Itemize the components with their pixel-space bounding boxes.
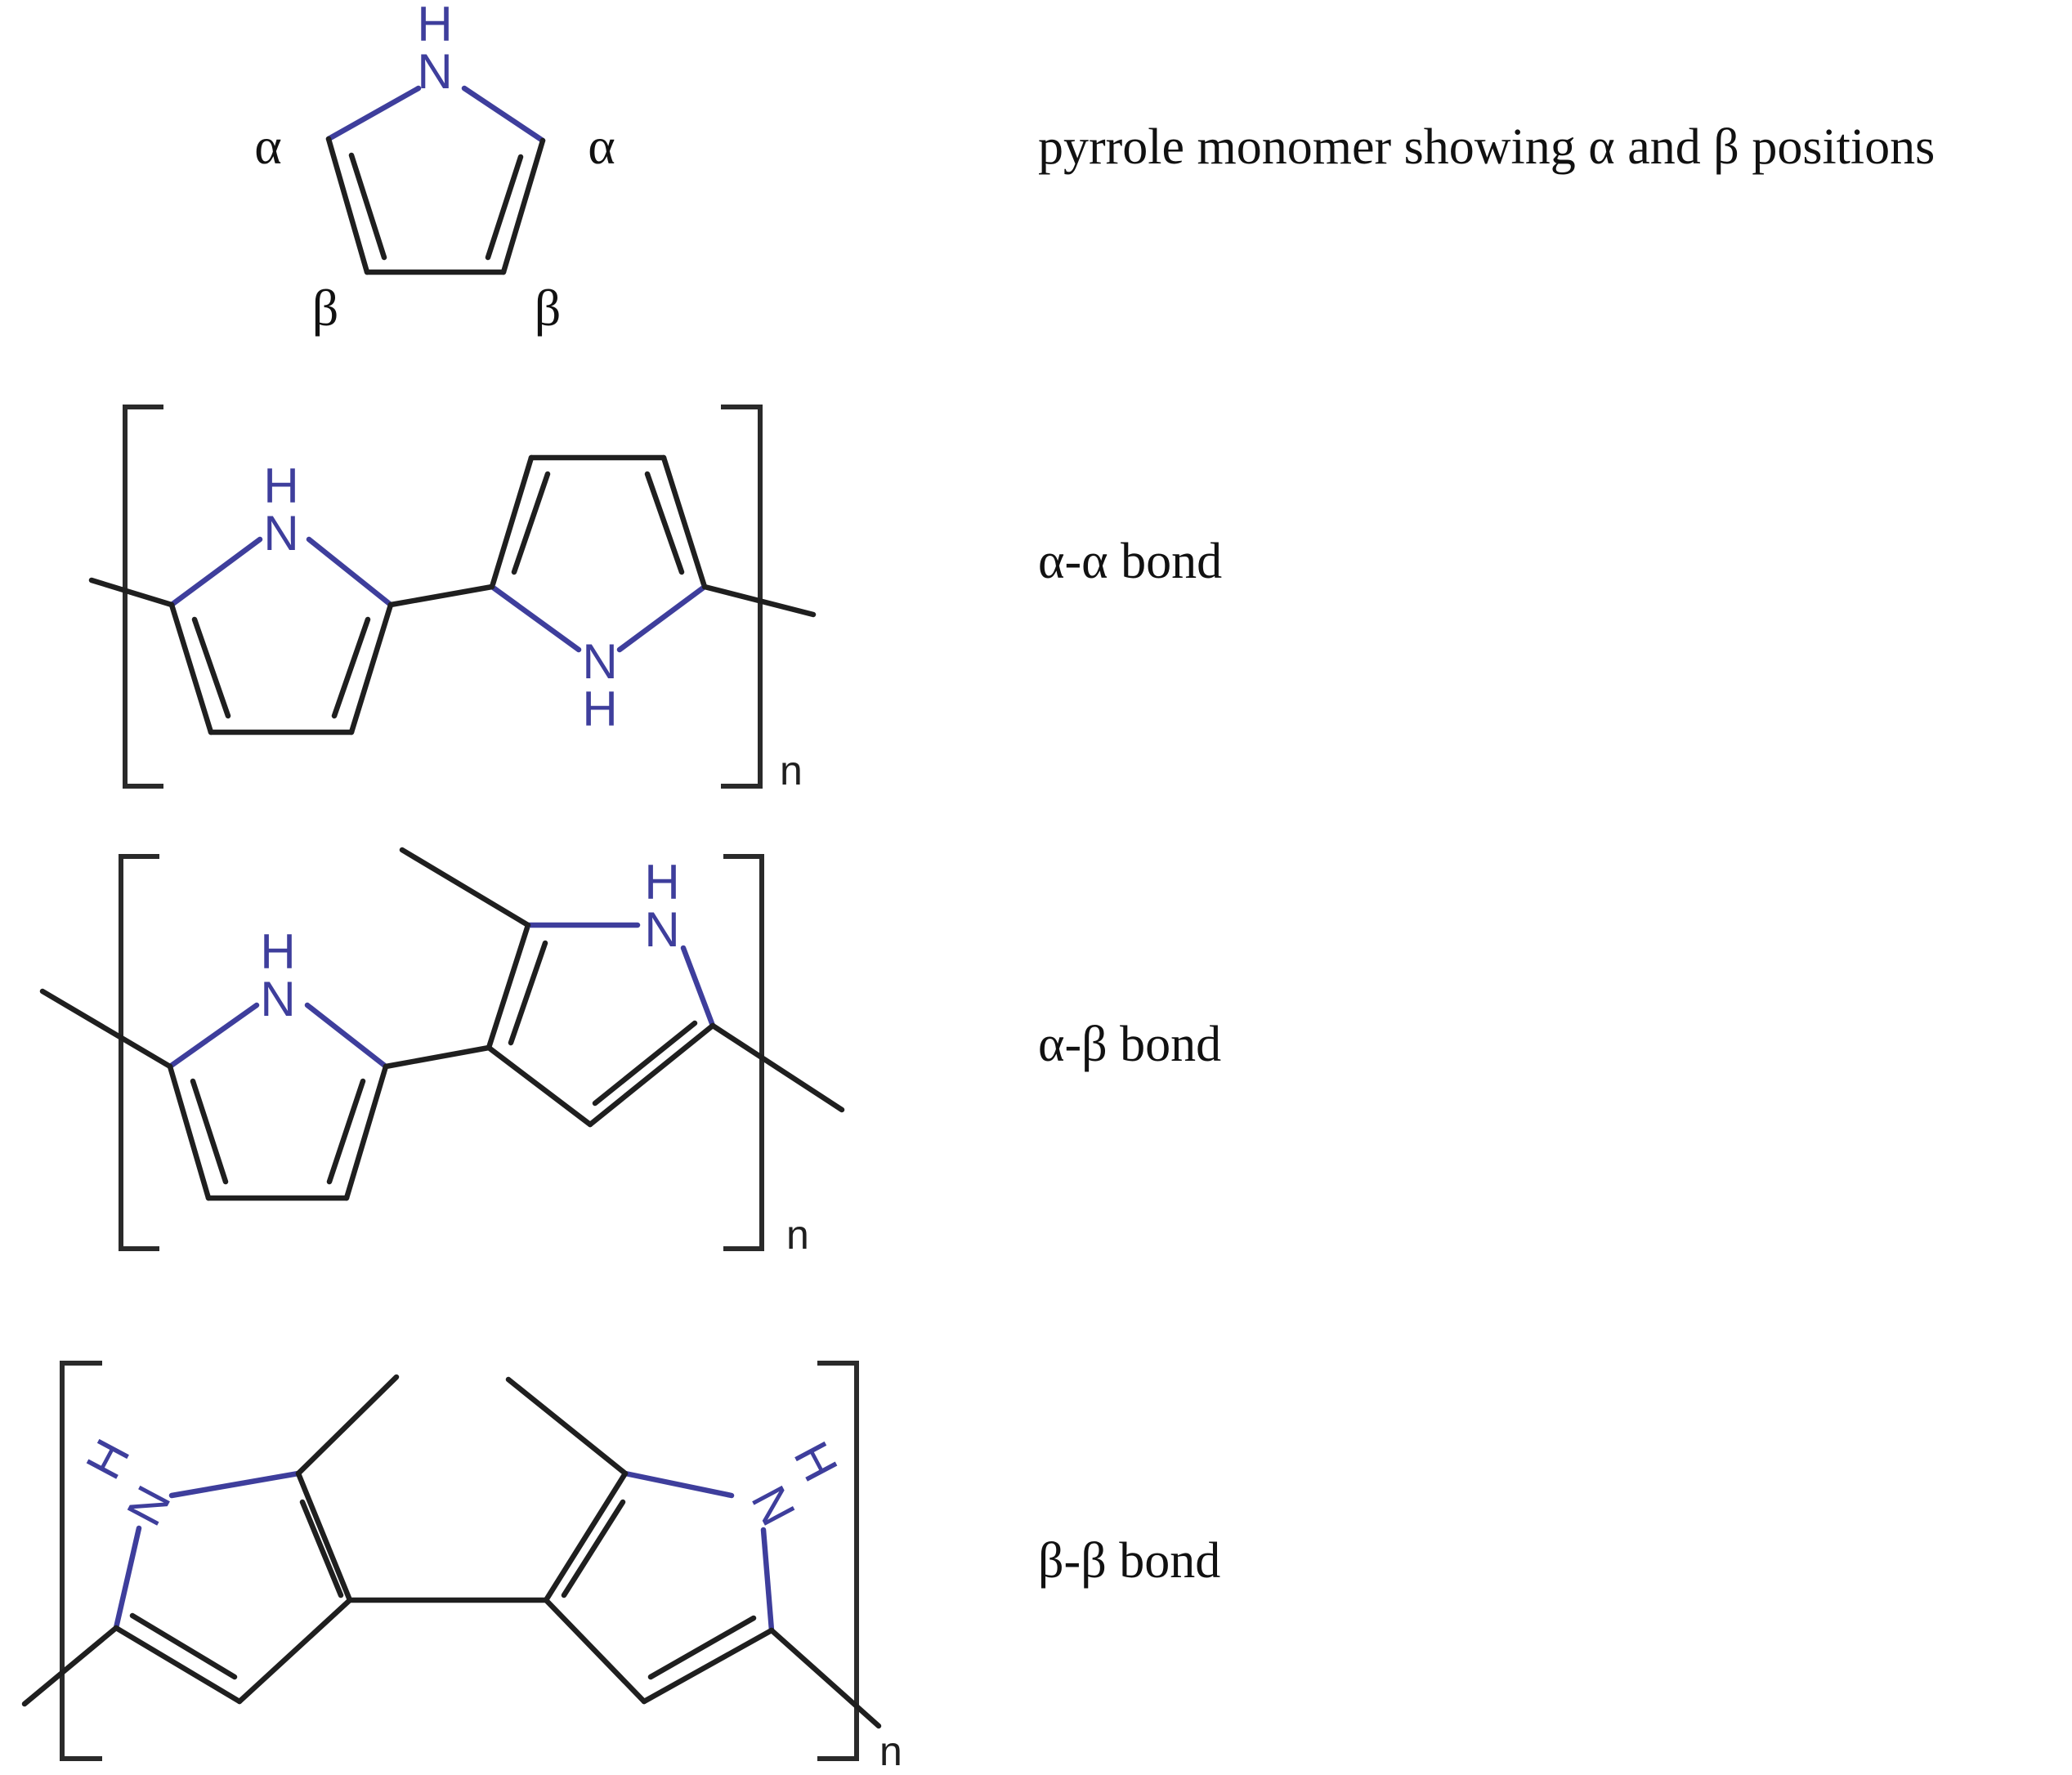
alpha-label-right: α	[588, 117, 615, 175]
caption-alpha-alpha: α-α bond	[1038, 534, 1222, 589]
monomer-n-atom: N	[417, 44, 452, 99]
ab-repeat-subscript: n	[786, 1212, 809, 1258]
panel-alpha-beta: H N H N n α-β bond	[39, 847, 1221, 1258]
bb-right-n-atom: N	[741, 1478, 806, 1535]
bb-right-chain-bond	[768, 1627, 882, 1729]
beta-label-right: β	[535, 279, 562, 337]
caption-monomer: pyrrole monomer showing α and β position…	[1038, 119, 1935, 175]
ab-right-ring	[486, 922, 716, 1128]
aa-right-bracket	[721, 405, 763, 789]
aa-right-ring	[489, 454, 708, 653]
aa-left-bracket	[123, 405, 163, 789]
aa-repeat-subscript: n	[780, 748, 803, 794]
ab-inter-ring-bond	[383, 1044, 492, 1070]
bb-right-bracket	[817, 1361, 859, 1761]
aa-right-chain-bond	[701, 583, 817, 618]
bb-left-chain-bond	[21, 1625, 119, 1707]
panel-alpha-alpha: H N N H n α-α bond	[88, 405, 1222, 794]
beta-label-left: β	[312, 279, 339, 337]
aa-left-n-atom: N	[263, 506, 298, 561]
ab-top-chain-bond	[399, 847, 531, 928]
bb-left-n-atom: N	[116, 1478, 181, 1535]
panel-beta-beta: H N N H n β-β bond	[21, 1361, 1220, 1774]
ab-left-h-atom: H	[260, 924, 295, 979]
ab-left-bracket	[119, 854, 159, 1251]
bb-left-h-atom: H	[75, 1431, 141, 1488]
ab-left-chain-bond	[39, 988, 173, 1070]
aa-left-ring	[168, 536, 394, 735]
bb-left-top-chain-bond	[295, 1374, 400, 1477]
ab-right-bracket	[723, 854, 764, 1251]
aa-right-n-atom: N	[582, 634, 617, 689]
bb-left-bracket	[60, 1361, 102, 1761]
aa-left-h-atom: H	[263, 458, 298, 513]
aa-inter-ring-bond	[387, 583, 495, 608]
bb-right-h-atom: H	[783, 1433, 848, 1491]
alpha-label-left: α	[254, 117, 282, 175]
ab-right-h-atom: H	[644, 855, 679, 910]
monomer-ring	[325, 85, 546, 275]
ab-left-ring	[167, 1002, 389, 1201]
caption-alpha-beta: α-β bond	[1038, 1017, 1221, 1072]
bb-repeat-subscript: n	[879, 1728, 902, 1774]
bb-right-ring	[543, 1470, 775, 1705]
ab-left-n-atom: N	[260, 972, 295, 1026]
ab-right-chain-bond	[709, 1022, 845, 1113]
aa-left-chain-bond	[88, 577, 175, 608]
bb-right-top-chain-bond	[505, 1376, 629, 1477]
ab-right-n-atom: N	[644, 902, 679, 957]
panel-monomer: H N α α β β pyrrole monomer showing α an…	[254, 0, 1935, 337]
monomer-h-atom: H	[417, 0, 452, 51]
bb-left-ring	[113, 1470, 353, 1705]
caption-beta-beta: β-β bond	[1038, 1533, 1220, 1589]
aa-right-h-atom: H	[582, 682, 617, 736]
